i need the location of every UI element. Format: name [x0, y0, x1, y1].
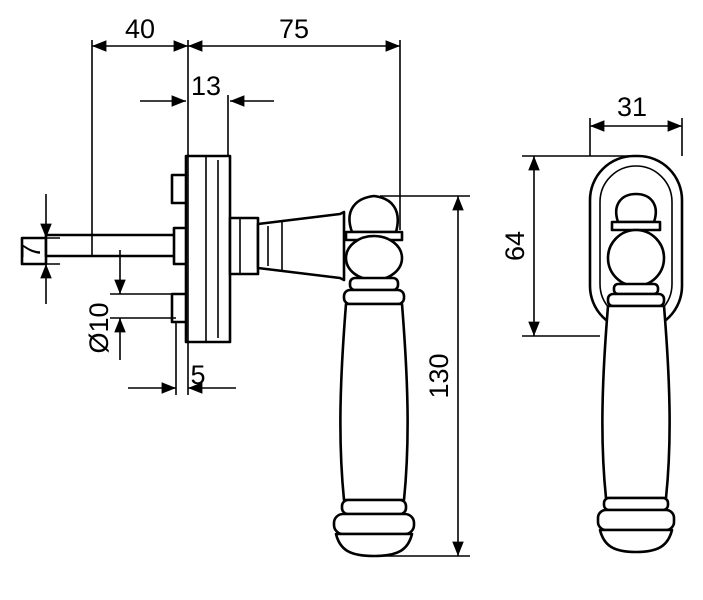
dim-13: 13	[191, 71, 221, 101]
dim-130: 130	[424, 353, 454, 398]
handle-arm	[256, 210, 346, 282]
dim-75: 75	[279, 14, 309, 44]
dim-5: 5	[190, 360, 205, 390]
dim-7: 7	[16, 243, 46, 258]
handle-ball	[344, 234, 404, 282]
spindle-shaft	[44, 233, 188, 258]
dimension-lines	[40, 40, 683, 557]
rose-plate	[184, 154, 232, 344]
dim-31: 31	[617, 92, 647, 122]
side-view	[20, 154, 416, 558]
handle-knob	[348, 194, 399, 234]
front-grip	[601, 304, 671, 500]
handle-neck	[228, 216, 260, 276]
dim-diameter-10: Ø10	[84, 302, 114, 353]
handle-grip	[339, 302, 409, 502]
dimension-labels: 40 75 13 31 7 64 Ø10 5 130	[16, 14, 647, 399]
spindle-square	[20, 236, 48, 266]
dim-40: 40	[125, 14, 155, 44]
front-view	[588, 154, 684, 554]
dim-64: 64	[500, 231, 530, 261]
